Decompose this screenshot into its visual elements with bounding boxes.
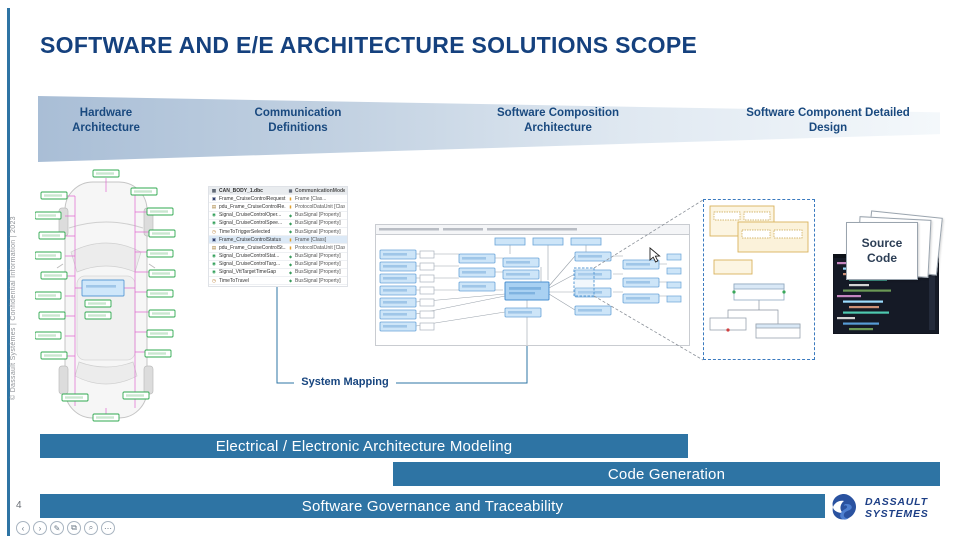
signal-type: BusSignal [Property] [295, 220, 341, 227]
zoom-button[interactable]: ⌕ [84, 521, 98, 535]
can-table-row: ◷TimeToTravel ◆BusSignal [Property] [209, 277, 347, 286]
signal-name: Signal_VttTargetTimeGap [219, 269, 277, 276]
signal-icon: ◉ [212, 261, 216, 267]
page-number: 4 [16, 500, 22, 511]
pdu-icon: ▤ [211, 244, 217, 250]
property-icon: ◆ [288, 269, 293, 275]
signal-name: TimeToTriggerSelected [219, 228, 271, 235]
signal-icon: ◉ [212, 220, 216, 226]
signal-name: Frame_CruiseControlStatus [219, 236, 281, 243]
can-table-row: ◉Signal_VttTargetTimeGap ◆BusSignal [Prop… [209, 269, 347, 278]
logo-wordmark: DASSAULT SYSTEMES [865, 495, 929, 520]
bar-code-generation: Code Generation [393, 462, 940, 486]
can-table-row: ▦CAN_BODY_1.dbc▦CommunicationModel [209, 187, 347, 196]
pen-icon: ✎ [53, 523, 61, 533]
can-table-row: ◉Signal_CruiseControlOper... ◆BusSignal [… [209, 212, 347, 220]
signal-type: Frame [Clas... [295, 195, 327, 202]
column-header-communication-definitions: Communication Definitions [254, 107, 342, 134]
forward-button[interactable]: › [33, 521, 47, 535]
signal-name: pdu_Frame_CruiseControlRe... [219, 203, 286, 210]
signal-name: Signal_CruiseControlStat... [219, 253, 280, 260]
slides-icon: ⧉ [71, 523, 77, 532]
vehicle-ecu-wiring-diagram [35, 169, 176, 422]
system-mapping-label: System Mapping [301, 376, 389, 388]
signal-icon: ◉ [212, 253, 216, 259]
signal-type: BusSignal [Property] [295, 212, 341, 219]
signal-name: pdu_Frame_CruiseControlSt... [219, 244, 286, 251]
signal-name: CAN_BODY_1.dbc [219, 187, 263, 194]
can-table-row: ▣Frame_CruiseControlRequest▮Frame [Clas.… [209, 195, 347, 204]
software-composition-diagram [375, 224, 690, 346]
page-title: SOFTWARE AND E/E ARCHITECTURE SOLUTIONS … [40, 32, 698, 58]
column-header-software-composition: Software Composition Architecture [496, 107, 620, 134]
signal-name: TimeToTravel [219, 277, 249, 284]
bar-software-governance: Software Governance and Traceability [40, 494, 825, 518]
source-code-page-front: Source Code [846, 222, 918, 280]
class-icon: ▮ [289, 237, 292, 243]
zoom-icon: ⌕ [88, 523, 94, 532]
can-table-row: ▤pdu_Frame_CruiseControlRe...▮ProtocolDa… [209, 203, 347, 212]
signal-type: ProtocolDataUnit [Clas... [295, 244, 345, 251]
class-icon: ▮ [289, 245, 292, 251]
signal-name: Signal_CruiseControlTarg... [219, 261, 281, 268]
signal-type: ProtocolDataUnit [Clas... [295, 203, 345, 210]
left-accent-stripe [7, 8, 10, 536]
dassault-systemes-logo: DASSAULT SYSTEMES [830, 492, 929, 524]
viewer-controls: ‹ › ✎ ⧉ ⌕ ⋯ [16, 521, 115, 535]
property-icon: ◆ [288, 261, 293, 267]
more-icon: ⋯ [104, 523, 112, 533]
can-table-row: ▤pdu_Frame_CruiseControlSt...▮ProtocolDa… [209, 244, 347, 253]
signal-type: BusSignal [Property] [295, 253, 341, 260]
component-detail-diagram [709, 205, 809, 339]
frame-icon: ▣ [211, 236, 217, 242]
signal-name: Frame_CruiseControlRequest [219, 195, 286, 202]
3ds-compass-icon [832, 494, 856, 520]
can-signal-table: ▦CAN_BODY_1.dbc▦CommunicationModel▣Frame… [208, 186, 348, 287]
signal-type: BusSignal [Property] [295, 228, 341, 235]
signal-type: BusSignal [Property] [295, 277, 341, 284]
model-icon: ▦ [211, 187, 217, 193]
slides-button[interactable]: ⧉ [67, 521, 81, 535]
property-icon: ◆ [288, 253, 293, 259]
can-table-row: ▣Frame_CruiseControlStatus ▮Frame [Class] [209, 236, 347, 245]
signal-type: BusSignal [Property] [295, 269, 341, 276]
more-button[interactable]: ⋯ [101, 521, 115, 535]
property-icon: ◆ [288, 212, 293, 218]
can-table-row: ◷TimeToTriggerSelected ◆BusSignal [Proper… [209, 228, 347, 237]
component-detail-panel [703, 199, 815, 360]
signal-type: CommunicationModel [295, 187, 345, 194]
pen-button[interactable]: ✎ [50, 521, 64, 535]
can-table-row: ◉Signal_CruiseControlTarg... ◆BusSignal [… [209, 261, 347, 269]
property-icon: ◆ [288, 229, 293, 235]
signal-name: Signal_CruiseControlOper... [219, 212, 282, 219]
bar-ee-architecture-modeling: Electrical / Electronic Architecture Mod… [40, 434, 688, 458]
property-icon: ◆ [288, 220, 293, 226]
pdu-icon: ▤ [211, 203, 217, 209]
source-code-label: Source Code [861, 236, 903, 265]
frame-icon: ▣ [211, 195, 217, 201]
signal-icon: ◉ [212, 212, 216, 218]
signal-icon: ◉ [212, 269, 216, 275]
back-icon: ‹ [21, 523, 25, 533]
clock-icon: ◷ [212, 277, 216, 283]
column-header-hardware-architecture: Hardware Architecture [72, 107, 140, 134]
can-table-row: ◉Signal_CruiseControlSpee... ◆BusSignal [… [209, 220, 347, 228]
signal-name: Signal_CruiseControlSpee... [219, 220, 283, 227]
property-icon: ◆ [288, 278, 293, 284]
forward-icon: › [38, 523, 42, 533]
class-icon: ▮ [289, 196, 292, 202]
signal-type: BusSignal [Property] [295, 261, 341, 268]
back-button[interactable]: ‹ [16, 521, 30, 535]
signal-type: Frame [Class] [295, 236, 327, 243]
column-header-software-component: Software Component Detailed Design [746, 107, 910, 134]
can-table-row: ◉Signal_CruiseControlStat... ◆BusSignal [… [209, 253, 347, 261]
clock-icon: ◷ [212, 228, 216, 234]
copyright-vertical-text: © Dassault Systèmes | Confidential Infor… [10, 216, 17, 400]
model-icon: ▦ [288, 188, 293, 194]
class-icon: ▮ [289, 204, 292, 210]
